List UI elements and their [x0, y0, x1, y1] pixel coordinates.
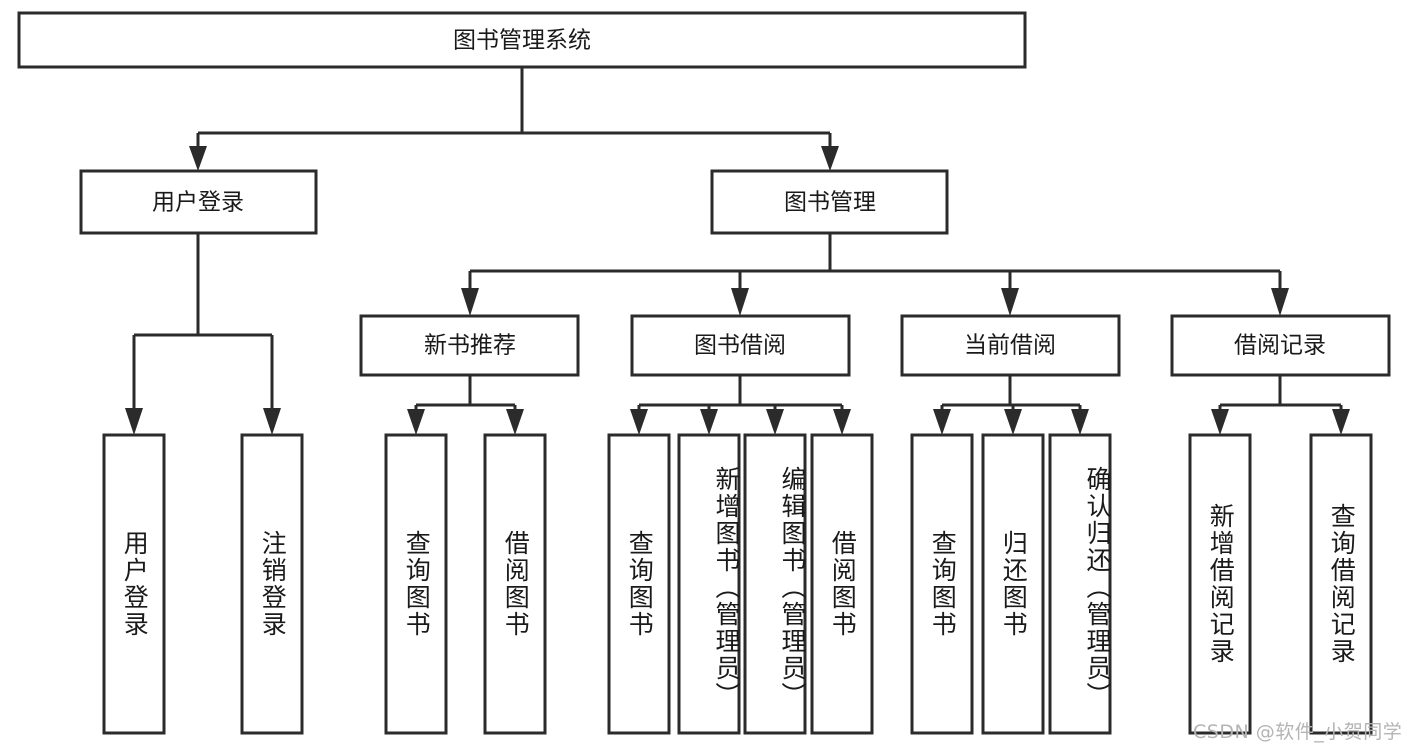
node-leaf-query-book-recommend[interactable] — [384, 433, 448, 735]
node-leaf-query-book-current[interactable] — [910, 433, 974, 735]
node-current-borrow-label: 当前借阅 — [964, 333, 1056, 359]
arrow-to-leaf-query-book-recommend — [407, 409, 425, 435]
arrow-to-book-borrow — [731, 288, 749, 316]
node-current-borrow[interactable] — [900, 314, 1121, 377]
arrow-to-leaf-add-borrow-record — [1211, 409, 1229, 435]
arrow-to-user-login — [189, 146, 207, 171]
arrow-to-leaf-add-book — [700, 409, 718, 435]
arrow-to-current-borrow — [1001, 288, 1019, 316]
node-leaf-query-borrow-record[interactable] — [1309, 433, 1373, 735]
arrow-to-book-management — [821, 146, 839, 171]
arrow-to-leaf-borrow-book-recommend — [506, 409, 524, 435]
node-user-login[interactable] — [79, 169, 318, 235]
arrow-to-leaf-logout — [263, 408, 281, 435]
node-leaf-return-book[interactable] — [981, 433, 1045, 735]
node-root[interactable] — [17, 11, 1027, 69]
node-leaf-borrow-book-recommend[interactable] — [483, 433, 547, 735]
node-leaf-user-login[interactable] — [102, 433, 166, 735]
connector-layer — [125, 67, 1350, 435]
node-leaf-add-borrow-record[interactable] — [1188, 433, 1252, 735]
arrow-to-leaf-query-book-current — [933, 409, 951, 435]
node-book-borrow[interactable] — [630, 314, 851, 377]
node-leaf-confirm-return[interactable] — [1048, 433, 1112, 735]
node-box-layer: 图书管理系统 用户登录 图书管理 新书推荐 图书借阅 当前借阅 借阅记录 — [17, 11, 1391, 735]
node-leaf-borrow-book[interactable] — [810, 433, 874, 735]
node-user-login-label: 用户登录 — [152, 190, 244, 216]
node-book-management[interactable] — [710, 169, 949, 235]
node-book-management-label: 图书管理 — [784, 190, 876, 216]
node-borrow-record[interactable] — [1170, 314, 1391, 377]
arrow-to-leaf-return-book — [1004, 409, 1022, 435]
csdn-watermark: CSDN @软件_小贺同学 — [1193, 721, 1403, 743]
node-leaf-logout[interactable] — [240, 433, 304, 735]
arrow-to-leaf-edit-book — [766, 409, 784, 435]
node-book-borrow-label: 图书借阅 — [694, 333, 786, 359]
node-borrow-record-label: 借阅记录 — [1234, 333, 1326, 359]
node-leaf-add-book[interactable] — [677, 433, 741, 735]
arrow-to-leaf-borrow-book — [833, 409, 851, 435]
arrow-to-borrow-record — [1271, 288, 1289, 316]
arrow-to-leaf-query-borrow-record — [1332, 409, 1350, 435]
node-leaf-edit-book[interactable] — [743, 433, 807, 735]
arrow-to-leaf-user-login — [125, 408, 143, 435]
arrow-to-new-book-recommend — [461, 288, 479, 316]
arrow-to-leaf-query-book-borrow — [630, 409, 648, 435]
node-root-label: 图书管理系统 — [453, 28, 591, 54]
node-leaf-query-book-borrow[interactable] — [607, 433, 671, 735]
arrow-to-leaf-confirm-return — [1071, 409, 1089, 435]
node-new-book-recommend-label: 新书推荐 — [424, 333, 516, 359]
node-new-book-recommend[interactable] — [359, 314, 580, 377]
